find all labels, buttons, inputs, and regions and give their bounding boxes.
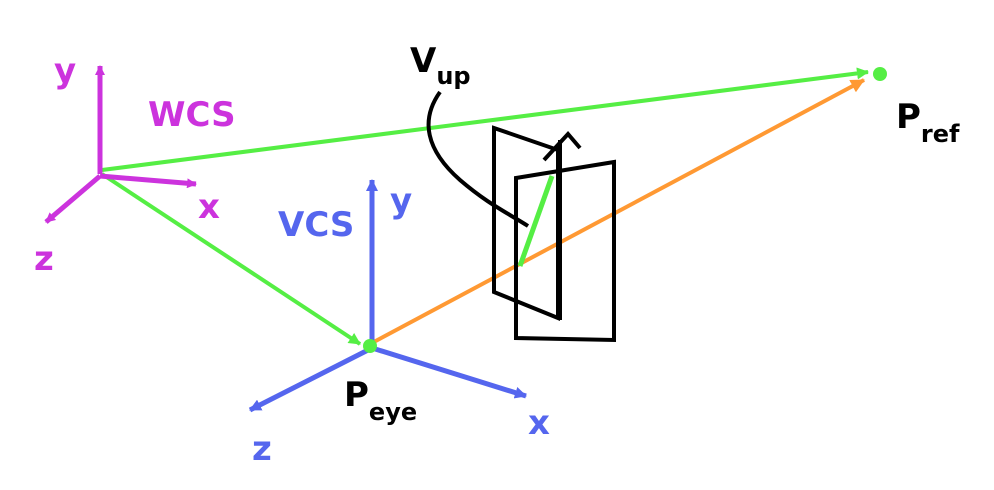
pref-label-main: P (896, 97, 921, 137)
wcs-x-label: x (198, 187, 220, 227)
vcs-x-axis (371, 345, 527, 399)
peye-point (363, 339, 377, 353)
peye-label-sub: eye (369, 398, 417, 426)
vcs-z-axis (248, 345, 374, 413)
peye-label: Peye (344, 375, 417, 426)
wcs-to-pref-line (101, 67, 869, 172)
vup-label-sub: up (436, 62, 470, 90)
vup-label-main: V (410, 41, 437, 81)
peye-label-main: P (344, 375, 369, 415)
vcs-z-label: z (252, 429, 272, 469)
pref-label: Pref (896, 97, 960, 148)
wcs-z-axis (44, 174, 102, 224)
vcs-axes (248, 179, 527, 413)
wcs-z-label: z (34, 239, 54, 279)
wcs-label: WCS (148, 95, 236, 135)
vcs-label: VCS (278, 205, 354, 245)
vcs-y-label: y (390, 181, 412, 221)
pref-label-sub: ref (921, 120, 960, 148)
wcs-to-peye-line (100, 172, 362, 346)
wcs-x-axis (99, 173, 197, 189)
vup-label: Vup (410, 41, 471, 90)
vcs-x-label: x (528, 403, 550, 443)
pref-point (873, 67, 887, 81)
vup-pointer-curve (426, 90, 530, 228)
wcs-axes (44, 65, 197, 224)
view-direction-line (369, 78, 865, 346)
vup-vector (517, 175, 555, 267)
wcs-y-label: y (54, 51, 76, 91)
view-plane-top-flap (542, 130, 582, 162)
view-plane-front (514, 159, 616, 343)
